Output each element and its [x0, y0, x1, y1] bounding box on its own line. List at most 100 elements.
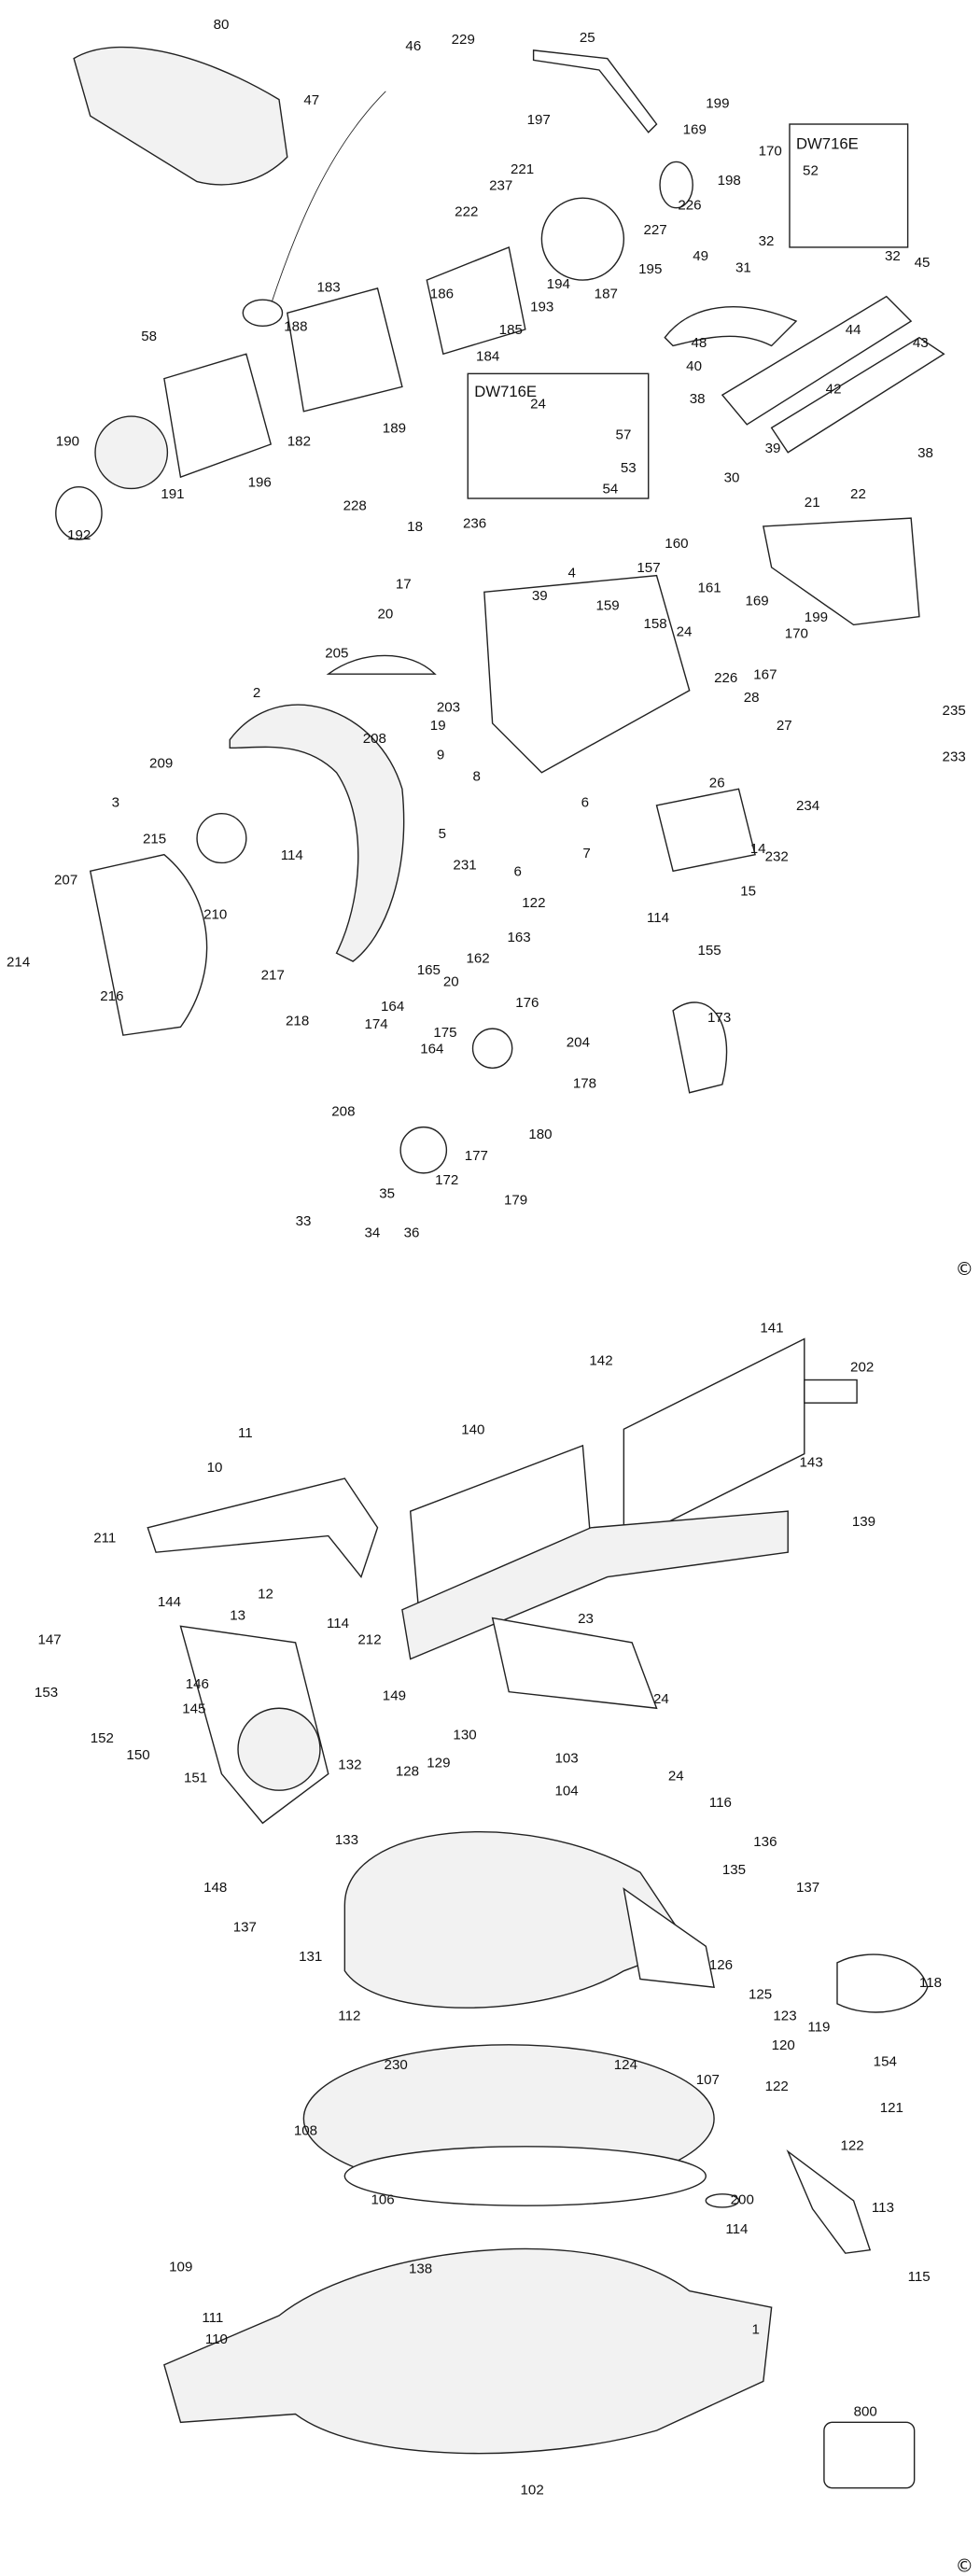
part-label-53: 53: [621, 460, 637, 476]
part-label-25: 25: [580, 30, 595, 46]
part-label-113: 113: [872, 2200, 894, 2216]
part-label-207: 207: [54, 872, 77, 888]
part-label-47: 47: [303, 92, 319, 108]
part-label-208: 208: [331, 1103, 355, 1119]
part-label-165: 165: [417, 962, 441, 978]
part-label-175: 175: [433, 1025, 456, 1041]
turntable-shape: [343, 1831, 691, 2009]
part-label-142: 142: [589, 1353, 612, 1369]
part-label-24: 24: [668, 1769, 684, 1785]
part-label-209: 209: [149, 755, 173, 771]
part-label-188: 188: [284, 319, 307, 335]
part-label-229: 229: [452, 32, 475, 48]
part-label-24: 24: [677, 624, 693, 640]
part-label-140: 140: [461, 1422, 484, 1438]
pulley-shape: [659, 161, 693, 209]
bottom-assembly-drawing: [147, 1337, 929, 2489]
part-label-222: 222: [455, 204, 478, 220]
part-label-114: 114: [647, 910, 669, 926]
part-label-125: 125: [749, 1987, 772, 2003]
part-label-5: 5: [439, 826, 446, 842]
part-label-199: 199: [805, 609, 828, 625]
part-label-187: 187: [595, 286, 618, 301]
part-label-124: 124: [614, 2057, 637, 2073]
part-label-58: 58: [141, 329, 157, 344]
part-label-186: 186: [430, 286, 454, 301]
part-label-155: 155: [697, 943, 721, 959]
part-label-106: 106: [371, 2191, 394, 2207]
handle-half-shape: [770, 336, 945, 454]
accessory-box: [823, 2421, 916, 2489]
part-label-26: 26: [709, 776, 725, 791]
part-label-176: 176: [515, 995, 539, 1011]
part-label-122: 122: [522, 895, 545, 911]
part-label-8: 8: [473, 769, 481, 785]
part-label-109: 109: [169, 2260, 192, 2275]
part-label-226: 226: [714, 670, 737, 686]
part-label-233: 233: [943, 749, 966, 764]
part-label-216: 216: [100, 988, 123, 1004]
gear-shape: [399, 1126, 448, 1174]
part-label-123: 123: [773, 2008, 796, 2023]
part-label-184: 184: [476, 348, 499, 364]
top-assembly-drawing: [55, 46, 945, 1174]
part-label-208: 208: [363, 731, 386, 747]
part-label-40: 40: [686, 358, 702, 374]
part-label-167: 167: [753, 666, 777, 682]
part-label-9: 9: [437, 748, 444, 763]
part-label-19: 19: [430, 718, 446, 734]
copyright-mark: ©: [956, 2555, 973, 2576]
part-label-231: 231: [453, 858, 476, 874]
part-label-190: 190: [56, 434, 79, 450]
motor-housing-shape: [163, 353, 273, 479]
part-label-129: 129: [427, 1756, 450, 1771]
part-label-6: 6: [581, 795, 589, 811]
part-label-170: 170: [759, 143, 782, 159]
variant-box-title: DW716E: [796, 134, 859, 152]
part-label-143: 143: [800, 1455, 823, 1471]
part-label-36: 36: [404, 1225, 420, 1240]
dust-spout-shape: [242, 299, 284, 328]
handle-shape: [721, 295, 913, 426]
part-label-107: 107: [696, 2072, 720, 2088]
part-label-203: 203: [437, 700, 460, 716]
part-label-180: 180: [528, 1127, 552, 1142]
dust-bag-shape: [73, 46, 288, 186]
part-label-2: 2: [253, 685, 260, 701]
part-label-148: 148: [203, 1880, 227, 1896]
part-label-103: 103: [554, 1750, 578, 1766]
part-label-217: 217: [261, 967, 285, 983]
part-label-116: 116: [709, 1795, 732, 1811]
part-label-45: 45: [915, 255, 931, 271]
part-label-13: 13: [230, 1607, 245, 1623]
variant-box-title: DW716E: [474, 383, 537, 400]
part-label-20: 20: [378, 606, 394, 622]
part-label-4: 4: [568, 565, 576, 581]
part-label-128: 128: [396, 1763, 419, 1779]
part-label-6: 6: [514, 864, 522, 880]
part-label-118: 118: [919, 1975, 942, 1991]
part-label-114: 114: [281, 847, 303, 863]
part-label-198: 198: [718, 173, 741, 189]
part-label-146: 146: [186, 1676, 209, 1692]
part-label-27: 27: [777, 718, 792, 734]
part-label-7: 7: [582, 846, 590, 861]
part-label-139: 139: [852, 1514, 875, 1530]
part-label-182: 182: [287, 434, 311, 450]
part-label-218: 218: [286, 1014, 309, 1029]
part-label-141: 141: [760, 1320, 783, 1336]
part-label-164: 164: [381, 999, 404, 1015]
part-label-226: 226: [678, 197, 701, 213]
part-label-32: 32: [885, 248, 901, 264]
part-label-169: 169: [683, 122, 707, 138]
part-label-235: 235: [943, 703, 966, 719]
part-label-121: 121: [880, 2100, 903, 2116]
part-label-160: 160: [665, 536, 688, 552]
miter-handle-shape: [836, 1953, 929, 2013]
field-shape: [286, 287, 403, 413]
part-label-132: 132: [338, 1757, 361, 1772]
part-label-52: 52: [803, 163, 819, 179]
part-label-43: 43: [913, 335, 929, 351]
part-label-108: 108: [294, 2123, 317, 2139]
